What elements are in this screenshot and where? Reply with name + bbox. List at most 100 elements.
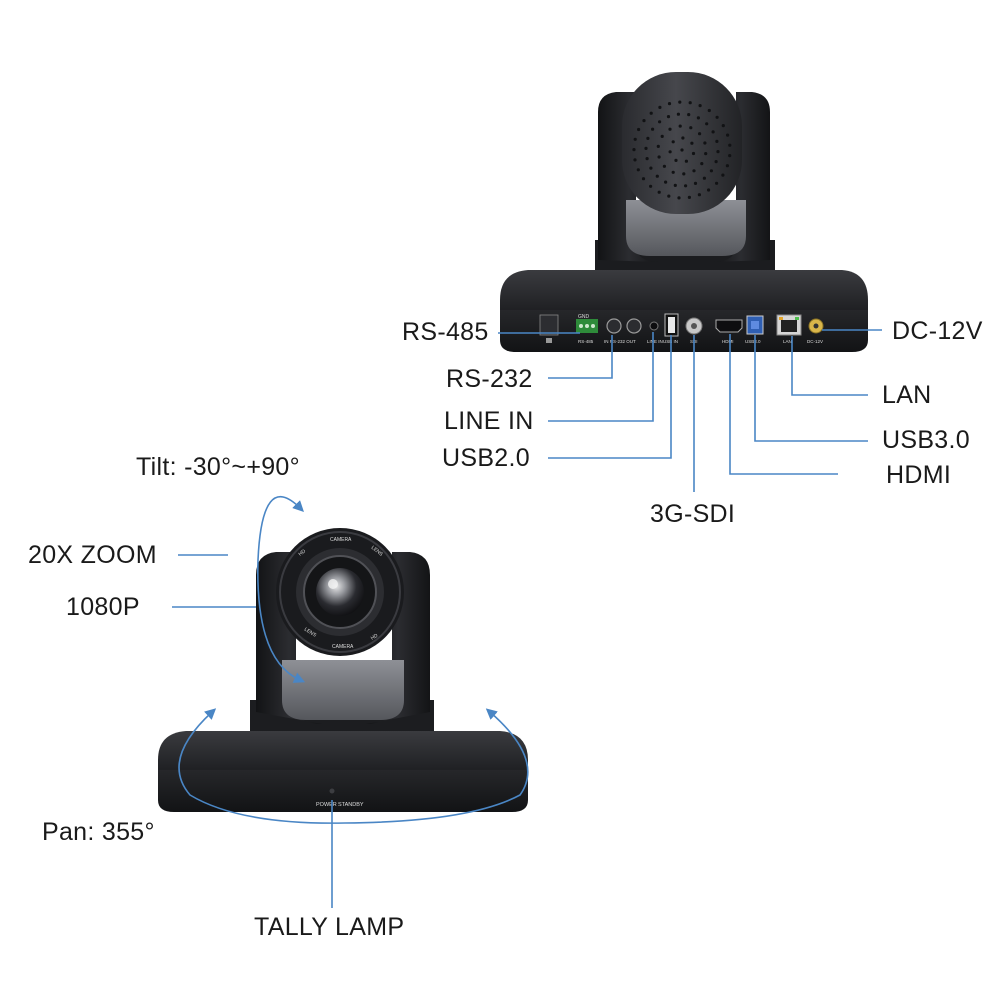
line-in-jack (649, 321, 659, 331)
front-annotations (172, 495, 529, 908)
zoom-label: 20X ZOOM (28, 541, 157, 569)
rear-port-panel: GND RS-485 IN RS-232 OUT LINE IN USB IN … (539, 313, 824, 344)
rs485-label: RS-485 (402, 318, 489, 346)
grille-dot (671, 170, 675, 174)
grille-dot (689, 126, 693, 130)
grille-dot (664, 180, 668, 184)
rs232-in-port (606, 318, 622, 334)
grille-dot (707, 188, 711, 192)
grille-dot (697, 193, 702, 197)
resolution-label: 1080P (66, 593, 140, 621)
grille-dot (709, 169, 714, 173)
hdmi-label: HDMI (886, 461, 952, 489)
grille-dot (649, 111, 653, 115)
grille-dot (649, 184, 653, 188)
grille-dot (657, 155, 661, 159)
grille-dot (682, 172, 686, 176)
grille-dot (725, 164, 730, 168)
front-camera: HD CAMERA LENS LENS CAMERA HD POWER STAN… (158, 528, 528, 812)
rear-speaker-grille (632, 100, 732, 200)
dc-mark: DC-12V (807, 339, 823, 344)
grille-dot (668, 127, 672, 131)
grille-dot (667, 194, 671, 198)
grille-dot (728, 154, 732, 158)
grille-dot (668, 150, 672, 154)
grille-dot (666, 115, 671, 119)
grille-dot (637, 127, 641, 132)
lens-glass (316, 568, 364, 616)
grille-dot (707, 108, 711, 113)
lens-hd-mark-bottom: HD (370, 633, 380, 642)
grille-dot (673, 183, 677, 187)
grille-dot (642, 119, 646, 123)
grille-dot (714, 160, 718, 164)
grille-dot (705, 122, 709, 126)
line-in-label: LINE IN (444, 407, 534, 435)
grille-dot (687, 113, 691, 117)
grille-dot (703, 141, 707, 145)
grille-dot (660, 134, 664, 138)
lens-camera-mark-bottom: CAMERA (332, 644, 354, 650)
lan-label: LAN (882, 381, 932, 409)
rear-leader-lines (498, 329, 882, 492)
pan-label: Pan: 355° (42, 818, 155, 846)
grille-dot (688, 101, 692, 105)
grille-dot (693, 181, 698, 185)
usb3-label: USB3.0 (882, 426, 970, 454)
grille-dot (658, 120, 662, 124)
gnd-mark: GND (578, 314, 590, 320)
grille-dot (704, 152, 708, 156)
tally-label: TALLY LAMP (254, 913, 405, 941)
grille-dot (636, 168, 640, 172)
lan-mark: LAN (783, 339, 792, 344)
grille-dot (684, 159, 689, 163)
sdi-label: 3G-SDI (650, 500, 736, 528)
grille-dot (633, 137, 637, 141)
grille-dot (656, 144, 660, 148)
lens-camera-mark: CAMERA (330, 537, 352, 543)
grille-dot (633, 158, 637, 162)
grille-dot (721, 173, 725, 177)
grille-dot (641, 177, 646, 181)
grille-dot (676, 112, 681, 116)
rear-camera: GND RS-485 IN RS-232 OUT LINE IN USB IN … (500, 72, 868, 352)
tally-led (329, 788, 335, 794)
grille-dot (716, 150, 720, 154)
usb3-mark: USB3.0 (745, 339, 761, 344)
grille-dot (698, 132, 702, 136)
rs232-mark: IN RS-232 OUT (604, 339, 636, 344)
grille-dot (726, 133, 730, 137)
grille-dot (715, 181, 719, 185)
hdmi-port (715, 319, 743, 333)
rs485-mark: RS-485 (578, 339, 594, 344)
tilt-arrow (257, 495, 306, 683)
grille-dot (649, 166, 653, 170)
dc12v-label: DC-12V (892, 317, 983, 345)
grille-dot (680, 148, 684, 152)
grille-dot (658, 105, 662, 109)
grille-dot (667, 102, 672, 106)
usb2-label: USB2.0 (442, 444, 530, 472)
grille-dot (662, 164, 667, 168)
grille-dot (671, 140, 675, 144)
grille-dot (678, 124, 682, 128)
grille-dot (644, 146, 648, 150)
standby-mark: STANDBY (338, 802, 364, 808)
tilt-label: Tilt: -30°~+90° (136, 453, 300, 481)
grille-dot (700, 162, 704, 166)
grille-dot (681, 136, 685, 140)
grille-dot (684, 184, 688, 188)
line-in-mark: LINE IN (647, 339, 663, 344)
grille-dot (651, 127, 655, 131)
grille-dot (715, 139, 719, 143)
grille-dot (657, 190, 661, 194)
grille-dot (645, 157, 649, 161)
grille-dot (692, 169, 696, 173)
grille-dot (728, 143, 732, 147)
grille-dot (691, 151, 696, 156)
rs232-out-port (626, 318, 642, 334)
grille-dot (690, 141, 694, 145)
hdmi-mark: HDMI (722, 339, 734, 344)
grille-dot (702, 176, 707, 180)
